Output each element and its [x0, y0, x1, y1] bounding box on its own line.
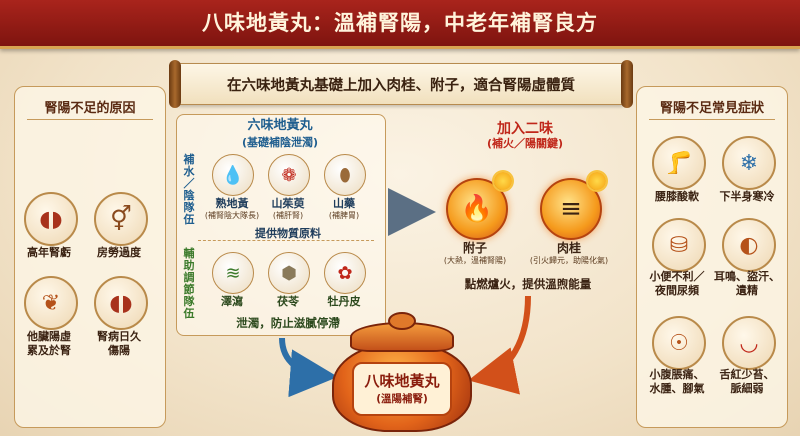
herb-sub-3: (補脾胃): [328, 211, 360, 220]
arrow-fire-to-pot: [468, 295, 531, 395]
herb-sub-2: (補肝腎): [272, 211, 304, 220]
kidney-sick-icon: ◖◗: [94, 276, 148, 330]
symptom-label-6: 舌紅少苔、 脈細弱: [719, 368, 775, 395]
sun-icon: [494, 172, 512, 190]
base-formula-box: [176, 114, 386, 336]
addition-title: 加入二味: [497, 121, 553, 137]
symptom-label-1: 腰膝酸軟: [655, 190, 699, 203]
yam-icon: ⬮: [324, 154, 366, 196]
herb-name-2: 山茱萸: [271, 197, 305, 210]
organs-icon: ❦: [24, 276, 78, 330]
addition-sub-2: (引火歸元，助陽化氣): [529, 256, 609, 265]
note-materials: 提供物質原料: [255, 227, 321, 240]
page-title: 八味地黃丸：溫補腎陽，中老年補腎良方: [202, 11, 598, 35]
pot-knob: [388, 312, 416, 330]
gender-icon: ⚥: [94, 192, 148, 246]
pot-name: 八味地黃丸: [364, 372, 440, 390]
base-formula-title: 六味地黃丸: [247, 118, 313, 133]
herb-name-3: 山藥: [333, 197, 355, 210]
base-formula-subtitle: (基礎補陰泄濁): [241, 136, 319, 149]
cinnamon-icon: ≡: [540, 178, 602, 240]
banner-text: 在六味地黃丸基礎上加入肉桂、附子，適合腎陽虛體質: [227, 78, 575, 94]
cause-label-3: 他臟陽虛 累及於腎: [27, 330, 71, 357]
berry-icon: ❁: [268, 154, 310, 196]
banner-scroll: 在六味地黃丸基礎上加入肉桂、附子，適合腎陽虛體質: [169, 60, 633, 108]
cube-icon: ⬢: [268, 252, 310, 294]
note-ignite: 點燃爐火，提供溫煦能量: [464, 277, 592, 291]
pot-label: 八味地黃丸 (溫陽補腎): [352, 362, 452, 416]
fire-icon: 🔥: [446, 178, 508, 240]
cause-label-1: 高年腎虧: [27, 246, 71, 259]
cause-label-2: 房勞過度: [97, 246, 141, 259]
wind-icon: ≋: [212, 252, 254, 294]
tongue-icon: ◡: [722, 316, 776, 370]
group2-label: 輔助調節隊伍: [183, 247, 195, 320]
header-bar: 八味地黃丸：溫補腎陽，中老年補腎良方: [0, 0, 800, 49]
symptom-label-4: 耳鳴、盜汗、 遺精: [714, 270, 780, 297]
symptom-label-2: 下半身寒冷: [719, 190, 775, 203]
peony-icon: ✿: [324, 252, 366, 294]
addition-name-2: 肉桂: [556, 241, 581, 255]
herb-name-1: 熟地黃: [215, 197, 249, 210]
causes-panel: 腎陽不足的原因: [14, 86, 166, 428]
pot-subtitle: (溫陽補腎): [376, 393, 428, 405]
addition-subtitle: (補火／陽關鍵): [486, 137, 564, 150]
addition-name-1: 附子: [462, 241, 487, 255]
note-purge: 泄濁，防止滋膩停滯: [236, 316, 340, 330]
herb-name-4: 澤瀉: [221, 295, 243, 308]
kidney-icon: ◖◗: [24, 192, 78, 246]
knee-icon: 🦵: [652, 136, 706, 190]
causes-title: 腎陽不足的原因: [44, 101, 136, 116]
symptom-label-5: 小腹脹痛、 水腫、腳氣: [649, 368, 705, 395]
panel-divider: [649, 119, 775, 120]
addition-sub-1: (大熱，溫補腎陽): [443, 256, 507, 265]
group-divider: [198, 240, 374, 241]
sun-icon: [588, 172, 606, 190]
cold-legs-icon: ❄: [722, 136, 776, 190]
formula-pot: 八味地黃丸 (溫陽補腎): [322, 312, 478, 432]
herb-name-6: 牡丹皮: [327, 295, 361, 308]
panel-divider: [27, 119, 153, 120]
group1-label: 補水／陰隊伍: [183, 153, 195, 226]
herb-name-5: 茯苓: [277, 295, 299, 308]
ear-icon: ◐: [722, 218, 776, 272]
cause-label-4: 腎病日久 傷陽: [97, 330, 141, 357]
symptom-label-3: 小便不利／ 夜間尿頻: [649, 270, 705, 297]
herb-sub-1: (補腎陰大隊長): [204, 211, 260, 220]
arrow-base-to-pot: [279, 337, 338, 398]
abdomen-icon: ☉: [652, 316, 706, 370]
water-drop-icon: 💧: [212, 154, 254, 196]
bladder-icon: ⛁: [652, 218, 706, 272]
symptoms-title: 腎陽不足常見症狀: [659, 101, 764, 116]
